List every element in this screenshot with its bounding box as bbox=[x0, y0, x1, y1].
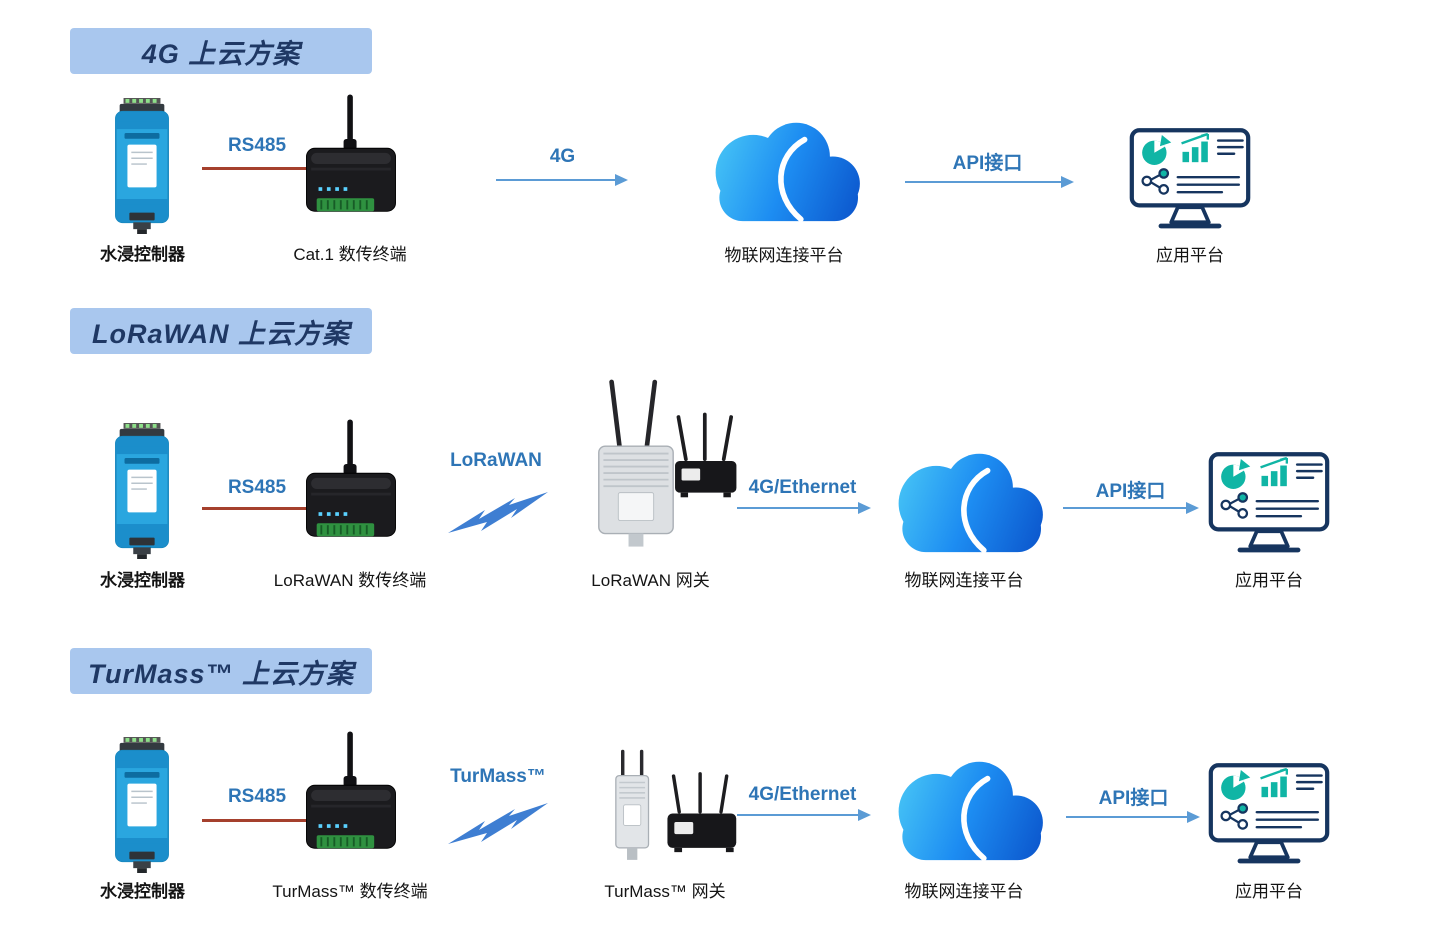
device-label: 物联网连接平台 bbox=[904, 882, 1024, 901]
wireless-bolt-icon bbox=[448, 492, 548, 534]
link-label-rs485: RS485 bbox=[227, 786, 287, 807]
device-label: LoRaWAN 数传终端 bbox=[273, 571, 427, 590]
link-label-backhaul: 4G/Ethernet bbox=[748, 477, 857, 498]
device-label: TurMass™ 数传终端 bbox=[272, 882, 428, 901]
dtu-terminal-icon bbox=[300, 90, 402, 238]
app-platform-icon bbox=[1208, 762, 1330, 868]
flow-arrow bbox=[737, 507, 869, 509]
flow-arrow bbox=[905, 181, 1072, 183]
device-label: 水浸控制器 bbox=[100, 882, 185, 901]
flow-arrow bbox=[1063, 507, 1197, 509]
device-label: 应用平台 bbox=[1235, 571, 1303, 590]
flow-arrow bbox=[1066, 816, 1198, 818]
section-title: 4G 上云方案 bbox=[70, 28, 372, 74]
app-platform-icon bbox=[1129, 127, 1251, 233]
device-label: 应用平台 bbox=[1235, 882, 1303, 901]
link-label-api: API接口 bbox=[1095, 481, 1166, 502]
cloud-icon bbox=[695, 112, 873, 230]
water-sensor-icon bbox=[108, 423, 176, 559]
water-sensor-icon bbox=[108, 737, 176, 873]
device-label: TurMass™ 网关 bbox=[604, 882, 726, 901]
device-label: LoRaWAN 网关 bbox=[591, 571, 710, 590]
link-label-backhaul: 4G/Ethernet bbox=[748, 784, 857, 805]
link-label-rs485: RS485 bbox=[227, 477, 287, 498]
app-platform-icon bbox=[1208, 451, 1330, 557]
dtu-terminal-icon bbox=[300, 727, 402, 875]
link-label-rs485: RS485 bbox=[227, 135, 287, 156]
section-title: TurMass™ 上云方案 bbox=[70, 648, 372, 694]
section-title: LoRaWAN 上云方案 bbox=[70, 308, 372, 354]
device-label: 物联网连接平台 bbox=[724, 246, 844, 265]
link-label-api: API接口 bbox=[1098, 788, 1169, 809]
link-label-wireless: LoRaWAN bbox=[450, 450, 542, 471]
device-label: 物联网连接平台 bbox=[904, 571, 1024, 590]
wireless-bolt-icon bbox=[448, 803, 548, 845]
water-sensor-icon bbox=[108, 98, 176, 234]
device-label: 应用平台 bbox=[1156, 246, 1224, 265]
device-label: 水浸控制器 bbox=[100, 245, 185, 264]
rs485-line bbox=[202, 507, 310, 510]
flow-arrow bbox=[737, 814, 869, 816]
device-label: Cat.1 数传终端 bbox=[293, 245, 407, 264]
rs485-line bbox=[202, 819, 310, 822]
lorawan-gateway-icon bbox=[556, 374, 742, 562]
link-label-wireless: 4G bbox=[549, 146, 576, 167]
link-label-wireless: TurMass™ bbox=[450, 766, 546, 787]
turmass-gateway-icon bbox=[578, 749, 750, 871]
flow-arrow bbox=[496, 179, 626, 181]
device-label: 水浸控制器 bbox=[100, 571, 185, 590]
cloud-icon bbox=[878, 443, 1056, 561]
cloud-icon bbox=[878, 751, 1056, 869]
dtu-terminal-icon bbox=[300, 415, 402, 563]
link-label-api: API接口 bbox=[952, 153, 1023, 174]
rs485-line bbox=[202, 167, 310, 170]
